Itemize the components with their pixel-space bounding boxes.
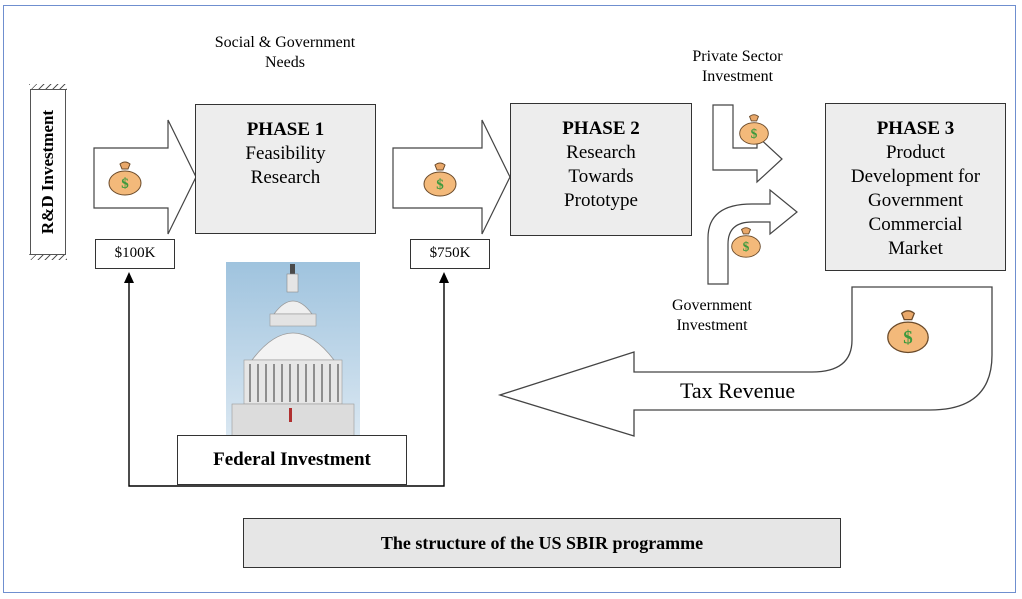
footer-title: The structure of the US SBIR programme: [380, 532, 704, 553]
tax-revenue-arrow: [497, 286, 993, 437]
amount-100k-box: $100K: [95, 239, 175, 269]
tax-revenue-label: Tax Revenue: [680, 378, 796, 403]
phase1-block-arrow: [93, 119, 197, 235]
phase3-box: PHASE 3 Product Development for Governme…: [825, 103, 1006, 271]
money-bag-icon: $: [423, 162, 457, 197]
phase2-line: Prototype: [564, 190, 638, 211]
federal-investment-label: Federal Investment: [213, 449, 371, 470]
federal-connector-line: [128, 281, 445, 487]
capitol-dome-image: [226, 262, 360, 440]
phase2-title: PHASE 2: [562, 118, 640, 139]
phase1-line: Feasibility: [245, 143, 326, 164]
footer-title-box: The structure of the US SBIR programme: [243, 518, 841, 568]
private-sector-arrow: [712, 104, 783, 184]
rd-box-hatch-bottom: [29, 254, 67, 260]
phase3-line: Government: [868, 190, 963, 211]
phase2-line: Research: [566, 142, 636, 163]
amount-750k-box: $750K: [410, 239, 490, 269]
phase3-line: Market: [888, 238, 943, 259]
money-bag-icon: $: [739, 114, 769, 145]
government-arrow: [707, 188, 798, 285]
federal-investment-box: Federal Investment: [177, 435, 407, 485]
svg-text:$: $: [751, 126, 758, 141]
phase1-line: Research: [250, 167, 321, 188]
phase3-title: PHASE 3: [876, 118, 955, 139]
arrowhead-750k: [439, 272, 449, 283]
svg-text:$: $: [743, 239, 750, 254]
phase3-line: Commercial: [868, 214, 963, 235]
phase2-line: Towards: [568, 166, 634, 187]
money-bag-icon: $: [731, 227, 761, 258]
phase3-line: Development for: [850, 166, 981, 187]
svg-text:$: $: [903, 328, 912, 349]
money-bag-icon: $: [887, 310, 929, 354]
svg-text:$: $: [121, 176, 129, 192]
diagram-frame: [3, 5, 1016, 593]
phase3-line: Product: [885, 142, 946, 163]
money-bag-icon: $: [108, 161, 142, 196]
arrowhead-100k: [124, 272, 134, 283]
rd-investment-label: R&D Investment: [38, 109, 57, 235]
phase2-box: PHASE 2 Research Towards Prototype: [510, 103, 692, 236]
rd-box-hatch-top: [29, 84, 67, 90]
phase1-box: PHASE 1 Feasibility Research: [195, 104, 376, 234]
rd-investment-box: R&D Investment: [30, 89, 66, 255]
svg-text:$: $: [436, 177, 444, 193]
phase1-title: PHASE 1: [246, 119, 325, 140]
